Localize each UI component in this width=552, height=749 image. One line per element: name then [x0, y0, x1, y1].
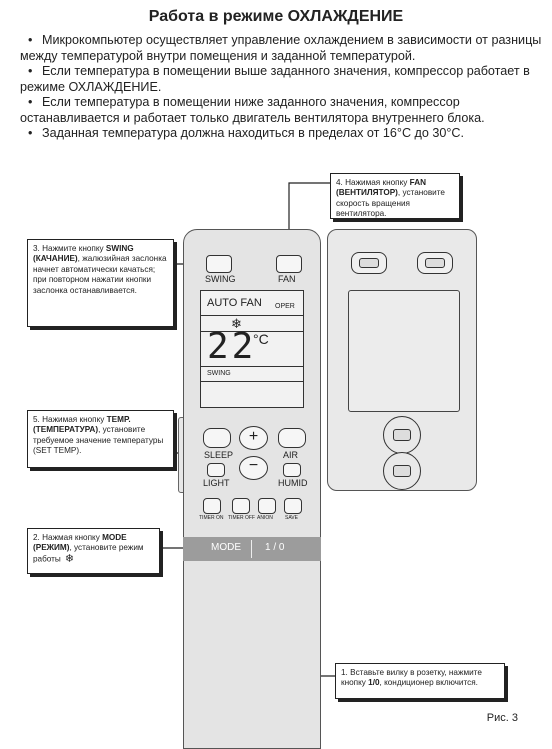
temp-up-button[interactable]: + [239, 426, 268, 450]
air-label: AIR [283, 450, 299, 460]
lid-knob-bottom [383, 452, 421, 490]
snowflake-icon: ❄ [64, 552, 75, 565]
intro-item: •Если температура в помещении ниже задан… [20, 95, 485, 125]
page-title: Работа в режиме ОХЛАЖДЕНИЕ [148, 8, 404, 25]
lid-window [348, 290, 460, 412]
callout-temp: 5. Нажимая кнопку TEMP. (ТЕМПЕРАТУРА), у… [27, 410, 174, 468]
display-mode: AUTO FAN [207, 297, 262, 309]
timer-off-button[interactable] [232, 498, 250, 514]
intro-list: •Микрокомпьютер осуществляет управление … [20, 33, 542, 142]
timer-on-button[interactable] [203, 498, 221, 514]
save-button[interactable] [284, 498, 302, 514]
save-label: SAVE [285, 515, 298, 521]
anion-button[interactable] [258, 498, 276, 514]
mode-power-bar: MODE 1 / 0 [183, 537, 321, 561]
display-oper: OPER [275, 303, 295, 310]
temp-down-button[interactable]: − [239, 456, 268, 480]
sleep-button[interactable] [203, 428, 231, 448]
display-swing: SWING [207, 370, 231, 377]
intro-item: •Заданная температура должна находиться … [28, 126, 465, 140]
callout-fan: 4. Нажимая кнопку FAN (ВЕНТИЛЯТОР), уста… [330, 173, 460, 219]
air-button[interactable] [278, 428, 306, 448]
plus-icon: + [248, 428, 259, 445]
callout-power: 1. Вставьте вилку в розетку, нажмите кно… [335, 663, 505, 699]
callout-mode: 2. Нажмая кнопку MODE (РЕЖИМ), установит… [27, 528, 160, 574]
fan-button[interactable] [276, 255, 302, 273]
minus-icon: − [248, 457, 259, 474]
lid-vent-left [351, 252, 387, 274]
display-unit: °C [253, 331, 269, 347]
sleep-label: SLEEP [204, 450, 234, 460]
humid-label: HUMID [278, 478, 308, 488]
snowflake-icon: ❄ [231, 316, 242, 331]
lid-knob-top [383, 416, 421, 454]
intro-item: •Микрокомпьютер осуществляет управление … [20, 33, 542, 63]
swing-button[interactable] [206, 255, 232, 273]
timer-on-label: TIMER ON [199, 515, 224, 521]
light-label: LIGHT [203, 478, 230, 488]
humid-button[interactable] [283, 463, 301, 477]
callout-swing: 3. Нажмите кнопку SWING (КАЧАНИЕ), жалюз… [27, 239, 174, 327]
mode-button[interactable]: MODE [211, 542, 241, 553]
timer-off-label: TIMER OFF [228, 515, 255, 521]
anion-label: ANION [257, 515, 273, 521]
power-button[interactable]: 1 / 0 [265, 542, 285, 553]
light-button[interactable] [207, 463, 225, 477]
lid-vent-right [417, 252, 453, 274]
fan-label: FAN [278, 274, 296, 284]
figure-caption: Рис. 3 [486, 712, 518, 724]
display-temperature: 22 [207, 326, 257, 367]
intro-item: •Если температура в помещении выше задан… [20, 64, 530, 94]
lcd-display: AUTO FAN OPER ❄ 22 °C SWING [200, 290, 304, 408]
swing-label: SWING [205, 274, 236, 284]
